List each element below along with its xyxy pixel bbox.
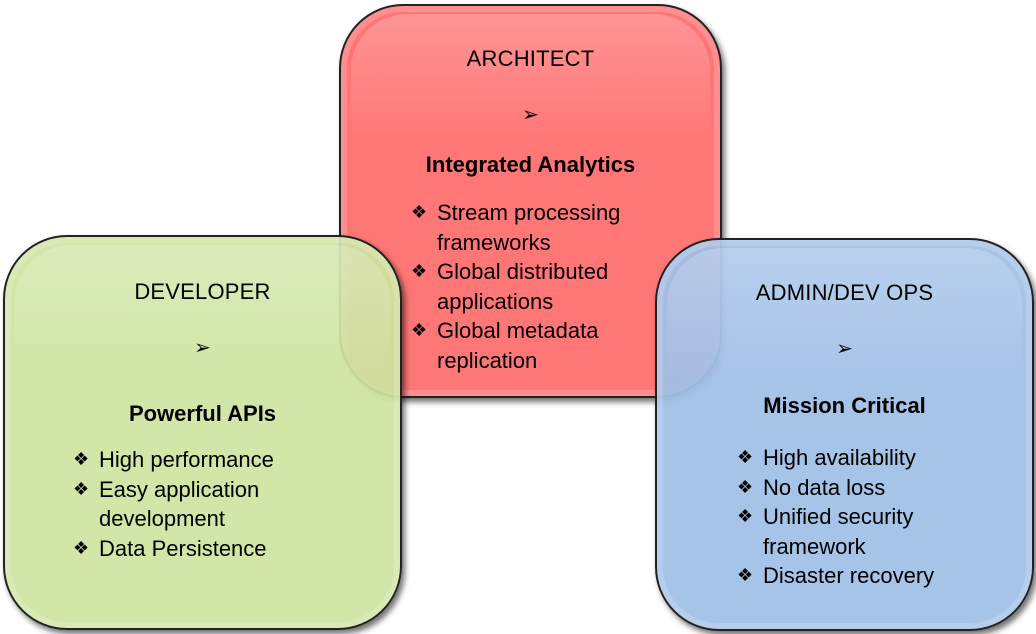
bullet-text: High availability	[763, 445, 916, 470]
list-item: ❖ Unified security framework	[737, 502, 934, 561]
diamond-bullet-icon: ❖	[73, 478, 90, 499]
architect-card: ARCHITECT ➢ Integrated Analytics ❖ Strea…	[339, 4, 722, 398]
admin-bullet-list: ❖ High availability ❖ No data loss ❖ Uni…	[737, 443, 934, 591]
diamond-bullet-icon: ❖	[73, 537, 90, 558]
diamond-bullet-icon: ❖	[411, 202, 428, 222]
bullet-text: Easy application	[99, 476, 260, 502]
bullet-text: High performance	[99, 447, 274, 472]
arrowhead-icon: ➢	[194, 337, 211, 359]
developer-heading: Powerful APIs	[128, 401, 277, 426]
arrowhead-icon: ➢	[836, 338, 853, 360]
developer-role-title: DEVELOPER	[134, 279, 271, 304]
bullet-text: Global metadata	[437, 318, 599, 343]
developer-bullet-list: ❖ High performance ❖ Easy application de…	[73, 445, 274, 563]
list-item: ❖ High availability	[737, 443, 934, 473]
list-item: ❖ Data Persistence	[73, 534, 274, 564]
bullet-text: Disaster recovery	[763, 563, 935, 588]
bullet-text: Global distributed	[437, 259, 609, 284]
list-item: ❖ Disaster recovery	[737, 561, 934, 591]
list-item: ❖ Easy application development	[73, 475, 274, 534]
admin-heading: Mission Critical	[763, 393, 926, 418]
architect-bullet-list: ❖ Stream processing frameworks ❖ Global …	[411, 198, 620, 375]
diamond-bullet-icon: ❖	[411, 320, 428, 340]
admin-devops-card: ADMIN/DEV OPS ➢ Mission Critical ❖ High …	[655, 238, 1034, 631]
bullet-text: Data Persistence	[99, 535, 267, 561]
architect-heading: Integrated Analytics	[425, 152, 636, 177]
diamond-bullet-icon: ❖	[411, 261, 428, 281]
bullet-text-continued: applications	[437, 288, 554, 314]
bullet-text-continued: development	[99, 506, 225, 531]
list-item: ❖ Global distributed applications	[411, 257, 620, 316]
diamond-bullet-icon: ❖	[737, 565, 754, 585]
bullet-text-continued: frameworks	[437, 229, 551, 255]
diamond-bullet-icon: ❖	[73, 449, 90, 469]
bullet-text: No data loss	[763, 474, 886, 500]
diamond-bullet-icon: ❖	[737, 476, 754, 497]
architect-role-title: ARCHITECT	[466, 46, 595, 71]
arrowhead-icon: ➢	[522, 104, 539, 126]
diamond-bullet-icon: ❖	[737, 447, 754, 467]
bullet-text-continued: replication	[437, 347, 538, 373]
bullet-text: Unified security	[763, 504, 914, 529]
diamond-bullet-icon: ❖	[737, 506, 754, 526]
list-item: ❖ Stream processing frameworks	[411, 198, 620, 257]
list-item: ❖ High performance	[73, 445, 274, 475]
list-item: ❖ Global metadata replication	[411, 316, 620, 375]
bullet-text-continued: framework	[763, 533, 866, 559]
list-item: ❖ No data loss	[737, 473, 934, 503]
admin-role-title: ADMIN/DEV OPS	[755, 280, 934, 305]
developer-card: DEVELOPER ➢ Powerful APIs ❖ High perform…	[3, 235, 402, 630]
bullet-text: Stream processing	[437, 200, 621, 225]
